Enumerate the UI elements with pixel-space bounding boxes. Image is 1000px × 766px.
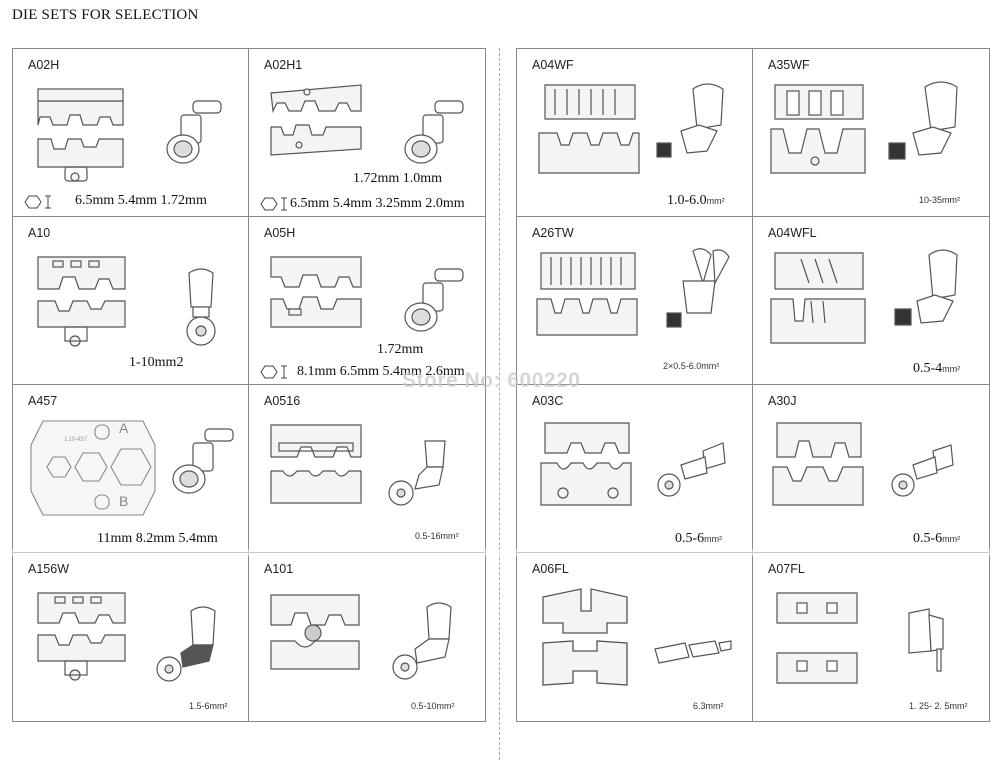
die-mark-a: A — [119, 420, 129, 436]
die-size-unit: mm² — [942, 534, 961, 544]
left-die-grid: A02H 6.5mm 5.4mm 1.72mm A02H1 — [12, 48, 486, 722]
die-sizes: 6.5mm 5.4mm 1.72mm — [75, 193, 207, 208]
die-mark-b: B — [119, 493, 129, 509]
die-sizes: 0.5-16mm² — [415, 531, 459, 541]
store-watermark: Store No: 600220 — [402, 369, 581, 392]
die-name: A156W — [28, 562, 69, 576]
die-sizes: 0.5-10mm² — [411, 701, 455, 711]
hex-crimp-icon — [24, 195, 51, 209]
die-card-a07fl[interactable]: A07FL 1. 25- 2. 5mm² — [753, 553, 989, 721]
die-sizes: 0.5-6mm² — [913, 529, 960, 547]
die-card-a04wf[interactable]: A04WF 1.0-6.0mm² — [517, 49, 753, 217]
die-card-a156w[interactable]: A156W 1.5-6mm² — [13, 553, 249, 721]
die-card-a0516[interactable]: A0516 0.5-16mm² — [249, 385, 485, 553]
die-sizes: 10-35mm² — [919, 195, 961, 205]
watermark-overlay-strip — [0, 549, 1000, 556]
die-name: A35WF — [768, 58, 810, 72]
hex-crimp-icon — [260, 197, 287, 211]
die-card-a04wfl[interactable]: A04WFL 0.5-4mm² — [753, 217, 989, 385]
die-illustration — [538, 83, 724, 174]
die-name: A02H — [28, 58, 60, 72]
die-illustration — [772, 422, 954, 506]
die-card-a10[interactable]: A10 1-10mm2 — [13, 217, 249, 385]
die-sizes: 0.5-6mm² — [675, 529, 722, 547]
die-illustration — [270, 84, 464, 164]
right-die-grid: A04WF 1.0-6.0mm² A35WF — [516, 48, 990, 722]
die-size-unit: mm² — [704, 534, 723, 544]
die-illustration — [540, 422, 726, 506]
column-divider — [499, 48, 500, 760]
die-name: A26TW — [532, 226, 574, 240]
hex-crimp-icon — [260, 365, 287, 379]
die-name: A0516 — [264, 394, 301, 408]
die-card-a05h[interactable]: A05H 1.72mm 8.1mm 6.5mm 5.4mm 2.6mm — [249, 217, 485, 385]
die-name: A04WFL — [768, 226, 817, 240]
die-name: A30J — [768, 394, 797, 408]
die-name: A02H1 — [264, 58, 303, 72]
die-name: A04WF — [532, 58, 574, 72]
die-name: A03C — [532, 394, 564, 408]
die-card-a26tw[interactable]: A26TW 2×0.5-6.0mm² — [517, 217, 753, 385]
page-title: DIE SETS FOR SELECTION — [12, 7, 199, 23]
die-illustration — [542, 588, 732, 686]
die-card-a06fl[interactable]: A06FL 6.3mm² — [517, 553, 753, 721]
die-sizes: 8.1mm 6.5mm 5.4mm 2.6mm — [297, 364, 465, 379]
die-sizes-top: 1.72mm — [377, 342, 424, 357]
die-card-a35wf[interactable]: A35WF 10-35mm² — [753, 49, 989, 217]
die-sizes: 1.0-6.0mm² — [667, 191, 725, 209]
die-sizes: 11mm 8.2mm 5.4mm — [97, 531, 218, 546]
die-card-a30j[interactable]: A30J 0.5-6mm² — [753, 385, 989, 553]
die-name: A06FL — [532, 562, 569, 576]
die-card-a02h1[interactable]: A02H1 1.72mm 1.0mm 6.5mm 5.4mm 3.25mm 2.… — [249, 49, 485, 217]
die-name: A101 — [264, 562, 294, 576]
die-illustration — [270, 424, 446, 506]
die-sizes: 1-10mm2 — [129, 355, 184, 370]
die-illustration — [776, 592, 944, 684]
die-card-a457[interactable]: A457 L10-457 A B 11mm 8.2mm 5.4mm — [13, 385, 249, 553]
die-card-a101[interactable]: A101 0.5-10mm² — [249, 553, 485, 721]
die-illustration — [37, 256, 216, 347]
die-name: A457 — [28, 394, 58, 408]
die-sizes: 2×0.5-6.0mm² — [663, 361, 720, 371]
die-name: A07FL — [768, 562, 805, 576]
die-illustration — [270, 594, 452, 680]
die-illustration — [770, 249, 958, 344]
die-card-a02h[interactable]: A02H 6.5mm 5.4mm 1.72mm — [13, 49, 249, 217]
die-name: A05H — [264, 226, 296, 240]
die-size-unit: mm² — [706, 196, 725, 206]
die-sizes: 6.3mm² — [693, 701, 724, 711]
die-size-value: 0.5-6 — [675, 531, 705, 546]
die-size-value: 0.5-4 — [913, 361, 943, 376]
die-sizes: 6.5mm 5.4mm 3.25mm 2.0mm — [290, 196, 465, 211]
die-sizes-top: 1.72mm 1.0mm — [353, 171, 443, 186]
die-sizes: 0.5-4mm² — [913, 359, 960, 377]
die-illustration — [30, 420, 234, 516]
die-illustration — [37, 592, 216, 682]
die-name: A10 — [28, 226, 51, 240]
die-size-value: 1.0-6.0 — [667, 193, 707, 208]
die-card-a03c[interactable]: A03C 0.5-6mm² — [517, 385, 753, 553]
die-body-label: L10-457 — [65, 437, 88, 443]
die-size-value: 0.5-6 — [913, 531, 943, 546]
die-sizes: 1.5-6mm² — [189, 701, 228, 711]
die-illustration — [536, 248, 730, 336]
die-illustration — [37, 88, 222, 182]
die-sizes: 1. 25- 2. 5mm² — [909, 701, 968, 711]
die-size-unit: mm² — [942, 364, 961, 374]
die-illustration — [770, 81, 958, 174]
die-illustration — [270, 256, 464, 332]
